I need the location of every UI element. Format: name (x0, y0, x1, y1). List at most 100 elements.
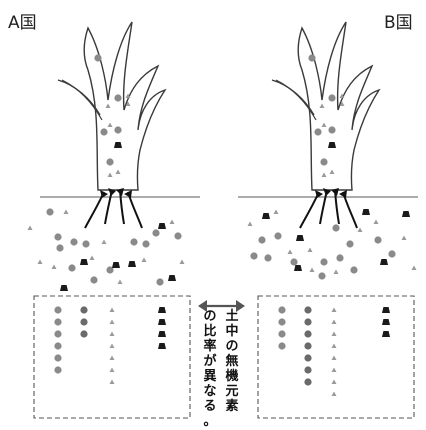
trapezoid-particle-icon (294, 265, 302, 271)
caption-glyph: る (203, 399, 216, 414)
caption-glyph: 素 (225, 398, 238, 414)
triangle-particle-icon (90, 256, 95, 261)
trapezoid-particle-icon (328, 142, 336, 148)
round-particle-icon (152, 229, 159, 236)
ratio-columns (54, 306, 390, 396)
triangle-particle-icon (334, 270, 339, 275)
triangle-particle-icon (38, 260, 43, 265)
round-particle-icon (320, 158, 327, 165)
triangle-particle-icon (110, 344, 115, 349)
country-a-label: A国 (8, 13, 37, 33)
round-particle-icon (250, 252, 257, 259)
round-particle-icon (80, 330, 87, 337)
trapezoid-particle-icon (158, 319, 166, 325)
round-particle-icon (278, 318, 285, 325)
round-particle-icon (278, 306, 285, 313)
triangle-particle-icon (180, 260, 185, 265)
trapezoid-particle-icon (362, 209, 370, 215)
round-particle-icon (130, 238, 137, 245)
round-particle-icon (90, 276, 97, 283)
triangle-particle-icon (110, 320, 115, 325)
trapezoid-particle-icon (296, 235, 304, 241)
caption-glyph: 。 (203, 414, 216, 429)
triangle-particle-icon (332, 368, 337, 373)
caption-glyph: の (225, 339, 238, 354)
triangle-particle-icon (332, 380, 337, 385)
triangle-particle-icon (110, 332, 115, 337)
caption-glyph: 元 (225, 384, 238, 399)
round-particle-icon (94, 54, 101, 61)
round-particle-icon (54, 342, 61, 349)
country-b-label: B国 (384, 13, 413, 33)
triangle-particle-icon (170, 220, 175, 225)
trapezoid-particle-icon (382, 319, 390, 325)
trapezoid-particle-icon (262, 213, 270, 219)
trapezoid-particle-icon (114, 142, 122, 148)
caption-glyph: 率 (203, 338, 216, 354)
round-particle-icon (100, 128, 107, 135)
trapezoid-particle-icon (60, 285, 68, 291)
round-particle-icon (304, 330, 311, 337)
trapezoid-particle-icon (402, 211, 410, 217)
triangle-particle-icon (52, 265, 57, 270)
round-particle-icon (114, 94, 121, 101)
round-particle-icon (80, 318, 87, 325)
round-particle-icon (328, 94, 335, 101)
caption-glyph: 機 (225, 368, 238, 384)
round-particle-icon (374, 236, 381, 243)
round-particle-icon (336, 254, 343, 261)
round-particle-icon (156, 278, 163, 285)
triangle-particle-icon (412, 266, 417, 271)
round-particle-icon (264, 254, 271, 261)
triangle-particle-icon (332, 392, 337, 397)
round-particle-icon (308, 54, 315, 61)
trapezoid-particle-icon (128, 261, 136, 267)
triangle-particle-icon (402, 236, 407, 241)
round-particle-icon (68, 264, 75, 271)
triangle-particle-icon (28, 226, 33, 231)
triangle-particle-icon (310, 268, 315, 273)
ratio-box-b (258, 296, 414, 418)
trapezoid-particle-icon (158, 223, 166, 229)
caption-glyph: 無 (225, 353, 238, 369)
round-particle-icon (320, 258, 327, 265)
triangle-particle-icon (274, 210, 279, 215)
round-particle-icon (314, 128, 321, 135)
round-particle-icon (54, 330, 61, 337)
triangle-particle-icon (332, 356, 337, 361)
trapezoid-particle-icon (382, 307, 390, 313)
round-particle-icon (278, 330, 285, 337)
caption-glyph: 中 (225, 323, 238, 339)
triangle-particle-icon (332, 332, 337, 337)
round-particle-icon (328, 126, 335, 133)
round-particle-icon (350, 266, 357, 273)
round-particle-icon (304, 354, 311, 361)
round-particle-icon (304, 318, 311, 325)
triangle-particle-icon (64, 210, 69, 215)
triangle-particle-icon (374, 220, 379, 225)
round-particle-icon (70, 238, 77, 245)
round-particle-icon (346, 240, 353, 247)
trapezoid-particle-icon (158, 343, 166, 349)
triangle-particle-icon (332, 344, 337, 349)
round-particle-icon (174, 232, 181, 239)
round-particle-icon (274, 232, 281, 239)
triangle-particle-icon (288, 250, 293, 255)
trapezoid-particle-icon (112, 262, 120, 268)
triangle-particle-icon (102, 240, 107, 245)
round-particle-icon (290, 258, 297, 265)
round-particle-icon (332, 224, 339, 231)
round-particle-icon (54, 306, 61, 313)
plant-a-stem (84, 22, 165, 190)
trapezoid-particle-icon (80, 259, 88, 265)
uptake-arrows-a (85, 190, 142, 228)
triangle-particle-icon (332, 308, 337, 313)
caption-glyph: 異 (203, 369, 216, 384)
round-particle-icon (54, 366, 61, 373)
plant-b-stem (298, 22, 379, 190)
caption-glyph: の (203, 309, 216, 324)
trapezoid-particle-icon (380, 259, 388, 265)
round-particle-icon (82, 240, 89, 247)
round-particle-icon (388, 250, 395, 257)
